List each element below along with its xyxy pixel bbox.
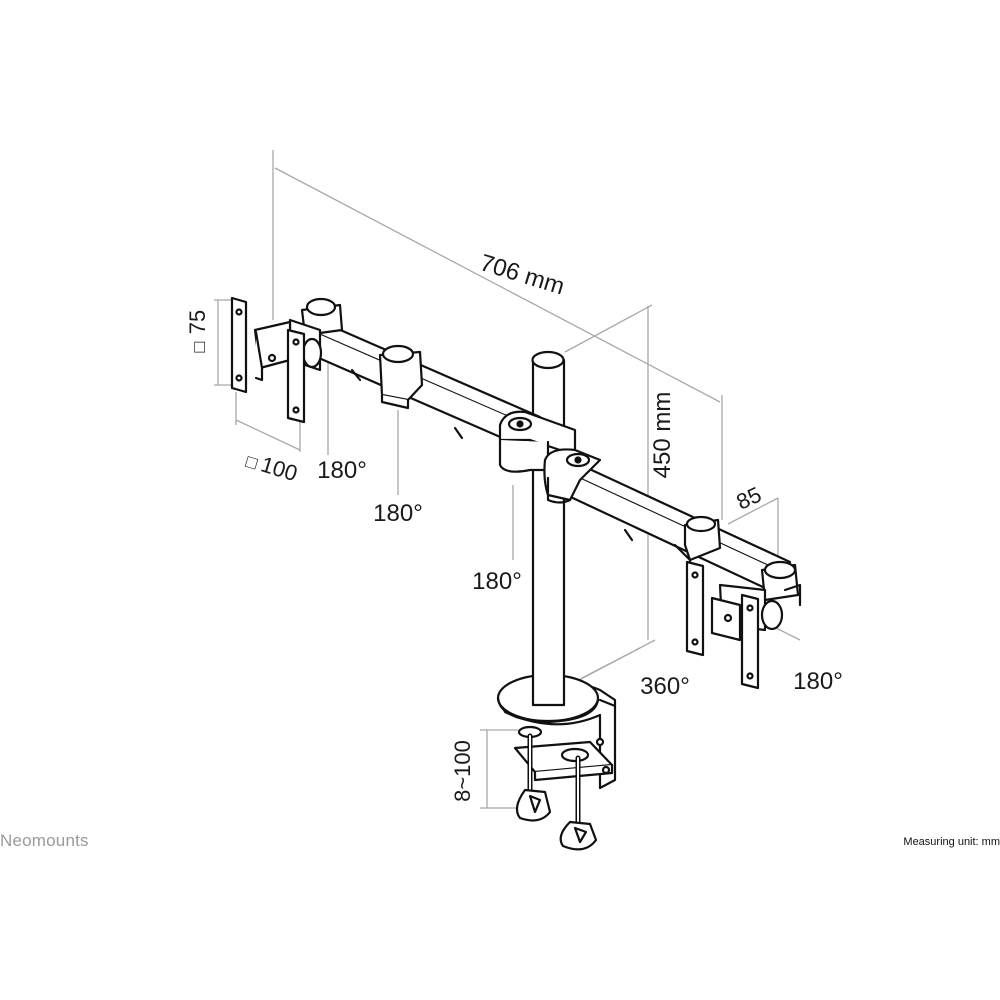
- measuring-unit-note: Measuring unit: mm: [903, 836, 1000, 848]
- width-dimension-label: 706 mm: [477, 249, 568, 300]
- mount-line-art: [230, 296, 802, 851]
- pole: [531, 350, 566, 707]
- right-arm: [558, 458, 792, 597]
- brand-logo: Neomounts: [0, 831, 89, 850]
- dimension-lines: [214, 150, 801, 809]
- center-joint-upper: [498, 410, 577, 473]
- tilt-left-label: 180°: [317, 457, 367, 484]
- vesa-100-label: 100: [258, 452, 300, 487]
- pole-swivel-label: 360°: [640, 673, 690, 700]
- left-arm-joint: [378, 344, 424, 410]
- center-joint-lower: [543, 448, 602, 504]
- center-joint-rotation-label: 180°: [472, 568, 522, 595]
- tilt-right-label: 180°: [793, 668, 843, 695]
- vesa-75-square-icon: □: [189, 341, 209, 352]
- right-vesa-plates: [685, 560, 760, 690]
- depth-dimension-label: 85: [732, 482, 765, 515]
- left-vesa-plates: [230, 296, 306, 424]
- vesa-100-square-icon: □: [244, 451, 260, 473]
- vesa-75-label: 75: [185, 310, 210, 334]
- clamp-range-label: 8~100: [450, 740, 475, 802]
- right-arm-joint: [673, 515, 722, 572]
- height-dimension-label: 450 mm: [649, 392, 676, 479]
- arm-joint-rotation-label: 180°: [373, 500, 423, 527]
